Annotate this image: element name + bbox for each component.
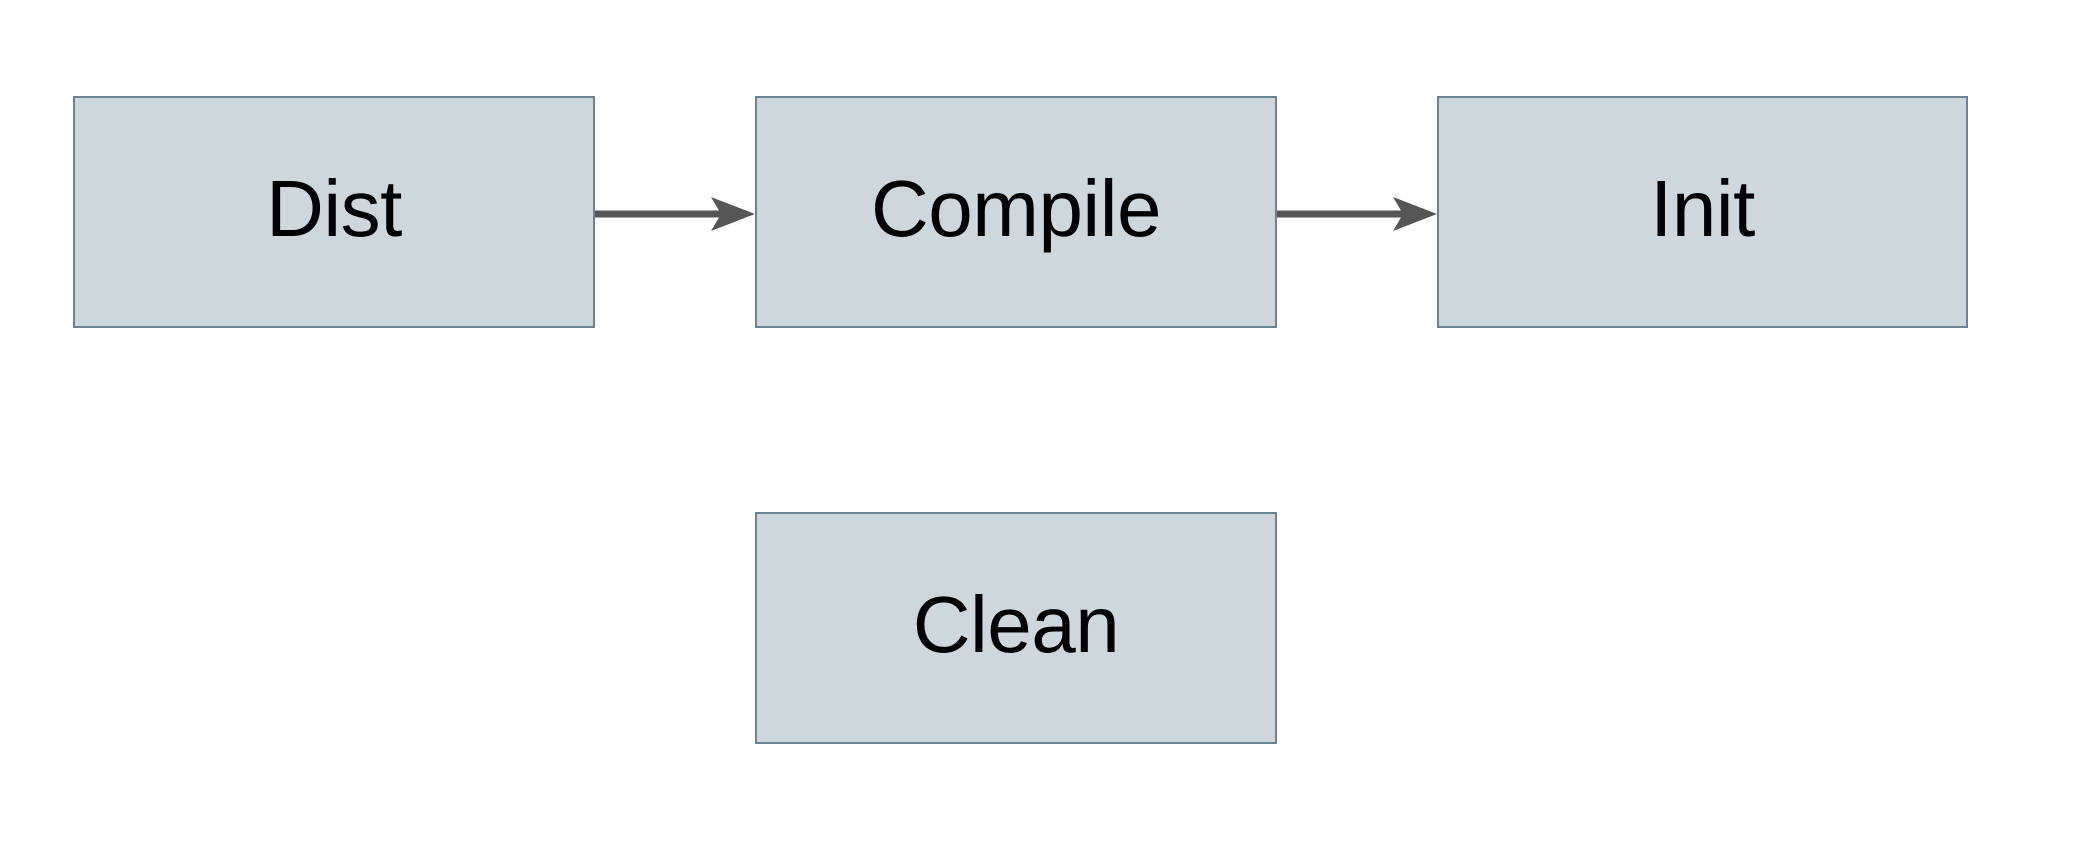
edge-dist-to-compile[interactable] xyxy=(595,197,755,231)
node-clean-label: Clean xyxy=(912,580,1120,669)
node-compile-label: Compile xyxy=(871,164,1161,253)
edge-compile-to-init-arrowhead xyxy=(1393,197,1437,231)
node-dist[interactable]: Dist xyxy=(73,96,595,328)
node-init-label: Init xyxy=(1650,164,1755,253)
node-init[interactable]: Init xyxy=(1437,96,1968,328)
edge-compile-to-init-shaft xyxy=(1277,210,1403,218)
edge-dist-to-compile-shaft xyxy=(595,210,721,218)
edge-dist-to-compile-arrowhead xyxy=(711,197,755,231)
node-compile[interactable]: Compile xyxy=(755,96,1277,328)
node-clean[interactable]: Clean xyxy=(755,512,1277,744)
edge-compile-to-init[interactable] xyxy=(1277,197,1437,231)
node-dist-label: Dist xyxy=(266,164,402,253)
